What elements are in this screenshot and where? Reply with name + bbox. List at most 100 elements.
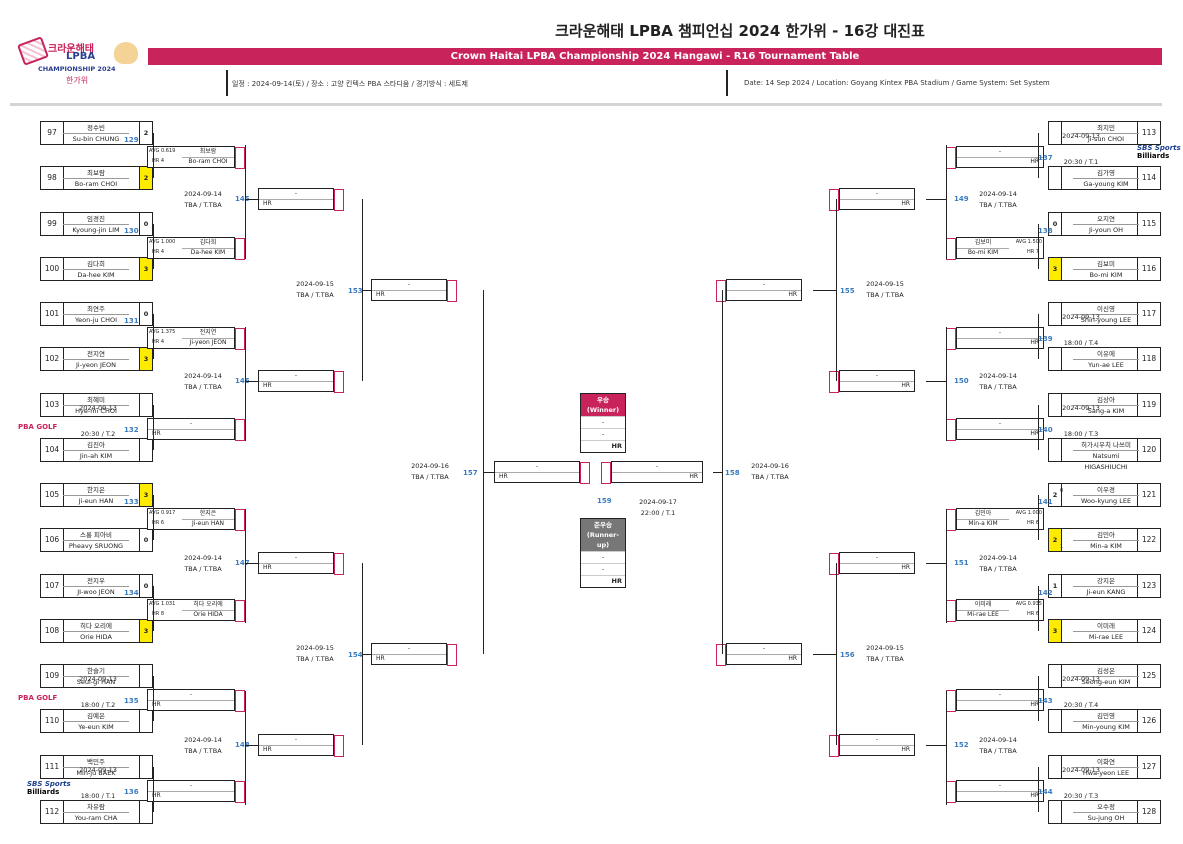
player-name-korean: 히가시우치 나쓰미 [1073, 440, 1139, 451]
match-box-r4: -HR [601, 461, 703, 484]
match-date: 2024-09-14 [184, 190, 222, 198]
match-avg: AVG 1.000 [149, 238, 176, 245]
player-name-korean: 전지연 [63, 349, 129, 360]
final-header: 우승(Winner) [581, 394, 625, 416]
match-avg: AVG 0.935 [1015, 600, 1042, 607]
logo-badge-icon [114, 42, 138, 64]
match-number: 145 [235, 195, 250, 203]
player-name-english: Da-hee KIM [77, 271, 115, 279]
winner-slot [235, 327, 245, 350]
bracket-line [1038, 133, 1039, 178]
match-name-english: Ji-eun HAN [192, 519, 224, 527]
match-date: 2024-09-14 [184, 372, 222, 380]
winner-slot [946, 599, 956, 622]
match-time: 20:30 / T.3 [1063, 791, 1099, 800]
match-date: 2024-09-15 [296, 644, 334, 652]
match-hr: HR [152, 700, 161, 708]
match-number: 135 [124, 696, 139, 705]
player-score [1049, 756, 1062, 778]
match-number: 141 [1038, 497, 1053, 506]
match-number: 146 [235, 377, 250, 385]
match-hr: HR [152, 791, 161, 799]
bracket-line [483, 472, 494, 473]
bracket-line [813, 654, 836, 655]
player-score: 0 [1049, 213, 1062, 235]
winner-slot [334, 553, 344, 575]
logo: 크라운해태 LPBA CHAMPIONSHIP 2024 한가위 [17, 36, 138, 90]
winner-slot [601, 462, 611, 484]
runner-up-box: 준우승(Runner-up)--HR [580, 518, 626, 588]
match-hr: HR [1030, 157, 1039, 165]
player-name-english: Seong-eun KIM [1081, 678, 1131, 686]
match-date: 2024-09-14 [979, 372, 1017, 380]
match-avg: AVG 1.375 [149, 328, 176, 335]
match-hr: HR 6 [1026, 519, 1039, 526]
match-avg: AVG 0.619 [149, 147, 176, 154]
player-name-english: Ga-young KIM [1083, 180, 1129, 188]
bracket-line [245, 745, 258, 746]
player-name-korean: 백민주 [63, 757, 129, 768]
player-score: 3 [139, 258, 152, 280]
player-seed: 105 [41, 484, 64, 506]
bracket-line [1038, 676, 1039, 721]
winner-slot [946, 418, 956, 441]
match-slot: - [259, 553, 333, 564]
winner-slot [829, 553, 839, 575]
player-seed: 108 [41, 620, 64, 642]
sbs-line-1: SBS Sports [27, 780, 71, 788]
winner-slot [946, 237, 956, 260]
player-name-english: Mi-rae LEE [1088, 633, 1124, 641]
bracket-line [245, 327, 246, 441]
player-name-korean: 김예은 [63, 711, 129, 722]
match-date: 2024-09-16 [751, 462, 789, 470]
winner-slot [447, 644, 457, 666]
player-name-korean: 스롱 피아비 [63, 530, 129, 541]
player-seed: 112 [41, 801, 64, 823]
player-score [139, 801, 152, 823]
player-seed: 102 [41, 348, 64, 370]
bracket-line [362, 290, 371, 291]
header-divider [226, 70, 228, 96]
match-name-korean: - [148, 419, 234, 430]
bracket-line [1038, 314, 1039, 359]
match-date: 2024-09-16 [411, 462, 449, 470]
player-seed: 109 [41, 665, 64, 687]
match-date: 2024-09-14 [979, 554, 1017, 562]
match-venue: TBA / T.TBA [979, 383, 1017, 391]
bracket-line [926, 563, 946, 564]
match-box-r2: -HR [829, 734, 915, 757]
info-korean: 일정 : 2024-09-14(토) / 장소 : 고양 킨텍스 PBA 스타디… [232, 80, 468, 88]
pba-golf-logo: PBA GOLF [18, 694, 58, 702]
match-box-r4: -HR [494, 461, 590, 484]
bracket-line [926, 199, 946, 200]
match-box-r2: -HR [258, 552, 344, 575]
winner-slot [946, 780, 956, 803]
player-name-english: Ji-sun CHOI [1087, 135, 1125, 143]
player-score: 3 [1049, 258, 1062, 280]
match-number: 157 [463, 469, 478, 477]
